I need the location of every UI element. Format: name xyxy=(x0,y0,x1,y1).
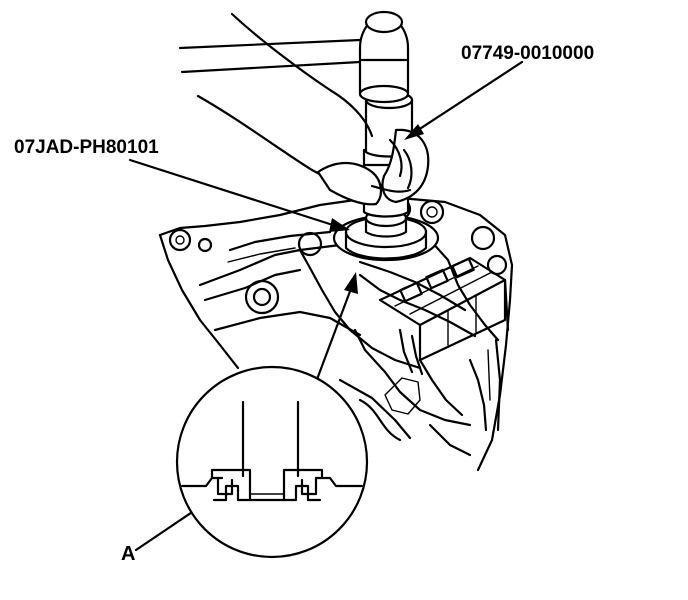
tool-number-label-lower: 07JAD-PH80101 xyxy=(14,137,159,158)
hammer xyxy=(178,10,410,104)
leader-tool-a xyxy=(404,60,524,140)
hand xyxy=(196,12,430,206)
leader-tool-b xyxy=(128,158,350,232)
detail-view xyxy=(175,365,369,559)
leader-detail xyxy=(314,272,358,384)
part-label-a: A xyxy=(121,543,136,565)
tool-number-label-upper: 07749-0010000 xyxy=(461,43,595,64)
